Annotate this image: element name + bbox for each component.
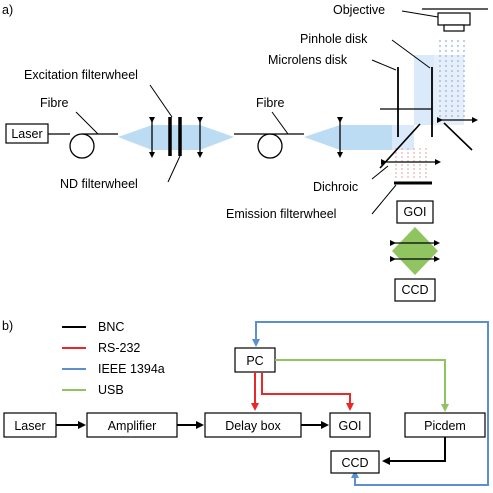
beam-into-dichroic: [392, 125, 414, 150]
panel-a-label: a): [2, 3, 13, 17]
goi-box-a: [396, 200, 434, 224]
dichroic-label: Dichroic: [313, 180, 358, 194]
objective-tip: [443, 24, 465, 32]
legend-label-bnc: BNC: [98, 320, 124, 334]
goi-label-b: GOI: [339, 419, 362, 433]
bnc-picdem-ccd: [382, 437, 446, 465]
microlens-disk-label: Microlens disk: [268, 53, 348, 67]
laser-box-b: [3, 412, 57, 438]
nd-filterwheel-leader: [167, 155, 181, 183]
microlens-disk-leader: [371, 59, 397, 71]
fibre-coil-left: [69, 133, 95, 159]
beam-collimated-right: [340, 125, 392, 150]
beam-collimated-left: [152, 125, 200, 150]
relay-mirror-right: [443, 122, 473, 151]
delay-box: [204, 412, 302, 438]
pinhole-disk-label: Pinhole disk: [300, 32, 368, 46]
fibre-right-label: Fibre: [256, 96, 285, 110]
nd-filterwheel-label: ND filterwheel: [60, 177, 138, 191]
beam-cone-right: [304, 125, 340, 150]
fibre-left-leader: [75, 111, 99, 135]
panel-a: a) Laser Fibre Excitation filterwheel: [2, 3, 488, 302]
excitation-filterwheel-leader: [149, 84, 173, 118]
ccd-label-b: CCD: [341, 456, 368, 470]
rs232-cable-goi: [261, 372, 354, 411]
pinhole-disk-leader: [391, 39, 431, 69]
emission-path: [395, 148, 427, 178]
ieee-cable-loop: [255, 321, 489, 486]
relay-green-beam: [392, 227, 438, 275]
objective-beamlets: [439, 40, 465, 120]
emission-filterwheel-leader: [371, 184, 397, 215]
objective-body: [437, 12, 471, 26]
objective-leader: [401, 10, 439, 18]
goi-label-a: GOI: [404, 205, 427, 219]
beam-after-pinhole: [434, 55, 464, 125]
laser-label-b: Laser: [14, 419, 45, 433]
objective-label: Objective: [333, 3, 385, 17]
fibre-left-label: Fibre: [40, 96, 69, 110]
fibre-coil-right: [257, 133, 283, 159]
legend-label-usb: USB: [98, 383, 124, 397]
excitation-beam: [118, 55, 464, 150]
dichroic-leader: [371, 165, 389, 180]
fibre-right-leader: [271, 111, 289, 135]
panel-b-label: b): [2, 319, 13, 333]
emission-filterwheel-label: Emission filterwheel: [226, 207, 336, 221]
legend: BNC RS-232 IEEE 1394a USB: [62, 320, 165, 397]
amplifier-box: [86, 412, 178, 438]
amplifier-label: Amplifier: [108, 419, 157, 433]
picdem-label: Picdem: [424, 419, 466, 433]
goi-box-b: [329, 412, 371, 438]
laser-label-a: Laser: [11, 127, 42, 141]
delay-box-label: Delay box: [225, 419, 281, 433]
excitation-filterwheel-label: Excitation filterwheel: [24, 68, 138, 82]
ccd-box-a: [394, 278, 436, 302]
legend-label-ieee: IEEE 1394a: [98, 362, 165, 376]
pc-label: PC: [246, 354, 263, 368]
beam-cone-mid: [200, 125, 234, 150]
legend-label-rs232: RS-232: [98, 341, 140, 355]
ccd-label-a: CCD: [401, 283, 428, 297]
usb-cable: [275, 359, 449, 412]
panel-b: b) BNC RS-232 IEEE 1394a USB PC Laser Am…: [2, 319, 489, 486]
ccd-box-b: [330, 450, 380, 474]
beam-cone-left: [118, 125, 152, 150]
